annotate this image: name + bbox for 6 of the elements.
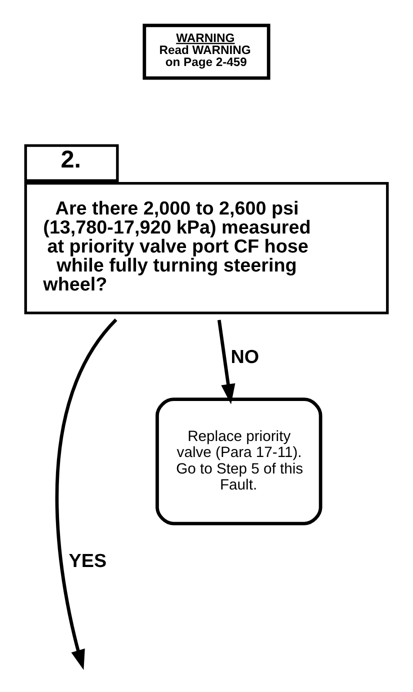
- edge-label: YES: [68, 550, 107, 572]
- node-box: Replace priority valve (Para 17-11). Go to Step 5 of this Fault.: [156, 398, 322, 526]
- edge-label: NO: [230, 347, 260, 368]
- arrow: [55, 318, 118, 670]
- arrow: [217, 320, 236, 404]
- node-box: WARNING Read WARNING on Page 2-459: [142, 24, 270, 80]
